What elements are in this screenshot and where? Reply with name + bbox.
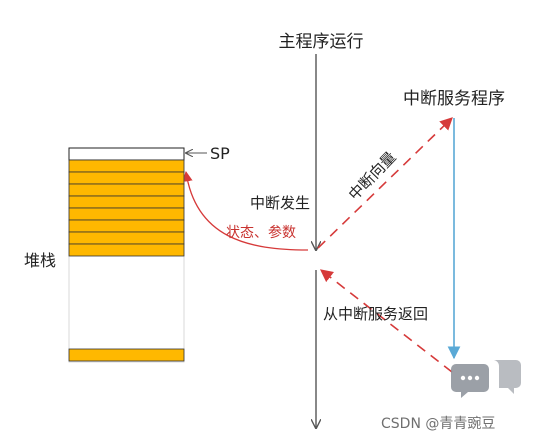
stack-slot [68,171,185,185]
chat-bubble-icon [451,364,489,398]
stack-slot [68,183,185,197]
return-label: 从中断服务返回 [323,305,428,323]
save-state-arrow [182,170,309,251]
chat-dot [460,375,466,381]
csdn-watermark: CSDN @青青豌豆 [381,360,521,432]
stack-slot [68,219,185,233]
stack-slot [68,243,185,257]
chat-dot [467,375,473,381]
stack-filled-slots [68,159,185,257]
stack-slot [68,231,185,245]
return-arrow [319,269,453,373]
sp-label: SP [210,144,230,163]
stack [68,147,185,363]
stack-bottom-slot [68,348,185,362]
chat-bubble-icon-back [494,360,521,394]
stack-top-empty-slot [68,147,185,161]
interrupt-occurs-label: 中断发生 [250,194,310,212]
watermark-text: CSDN @青青豌豆 [381,416,495,432]
stack-slot [68,207,185,221]
stack-label: 堆栈 [24,251,56,270]
isr-label: 中断服务程序 [403,89,505,109]
main-program-label: 主程序运行 [279,32,364,52]
interrupt-vector-arrow [317,117,453,249]
stack-slot [68,159,185,173]
stack-slot [68,195,185,209]
chat-dot [474,375,480,381]
state-params-label: 状态、参数 [226,224,296,241]
